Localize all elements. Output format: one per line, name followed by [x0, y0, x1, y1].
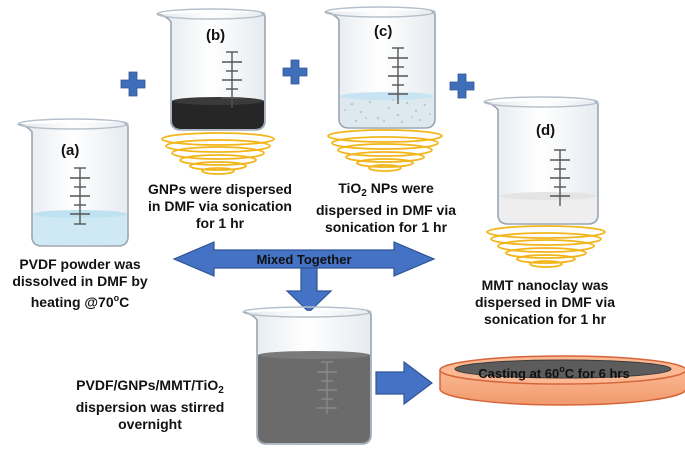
- mixed-dispersion: [258, 352, 370, 443]
- plus-icon: [120, 71, 146, 97]
- beaker-b: [156, 8, 266, 131]
- tio2-dispersion: [340, 93, 434, 127]
- beaker-c: [324, 6, 436, 129]
- caption-a: PVDF powder was dissolved in DMF by heat…: [12, 256, 148, 310]
- beaker-d: [483, 96, 599, 225]
- beaker-mixed: [242, 306, 372, 445]
- beaker-a-label: (a): [61, 142, 80, 159]
- mixed-together-double-arrow: [172, 241, 436, 277]
- sonication-rings-d: [486, 225, 606, 268]
- beaker-b-label: (b): [206, 27, 226, 44]
- caption-mixed: PVDF/GNPs/MMT/TiO2 dispersion was stirre…: [75, 377, 225, 432]
- caption-d: MMT nanoclay was dispersed in DMF via so…: [474, 277, 616, 327]
- right-arrow: [375, 360, 433, 406]
- mixed-together-label: Mixed Together: [256, 252, 352, 267]
- caption-b: GNPs were dispersed in DMF via sonicatio…: [148, 181, 292, 231]
- casting-label: Casting at 60oC for 6 hrs: [478, 364, 630, 381]
- plus-icon: [449, 73, 475, 99]
- gnp-dispersion: [172, 98, 264, 129]
- beaker-c-label: (c): [374, 23, 393, 40]
- dmf-solution: [33, 211, 127, 245]
- casting-dish: [439, 355, 685, 406]
- caption-c: TiO2 NPs were dispersed in DMF via sonic…: [315, 180, 457, 235]
- sonication-rings-c: [327, 129, 443, 172]
- beaker-d-label: (d): [536, 122, 556, 139]
- plus-icon: [282, 59, 308, 85]
- sonication-rings-b: [161, 132, 275, 175]
- down-arrow: [285, 267, 333, 313]
- beaker-a: [17, 118, 129, 247]
- mmt-dispersion: [499, 193, 597, 223]
